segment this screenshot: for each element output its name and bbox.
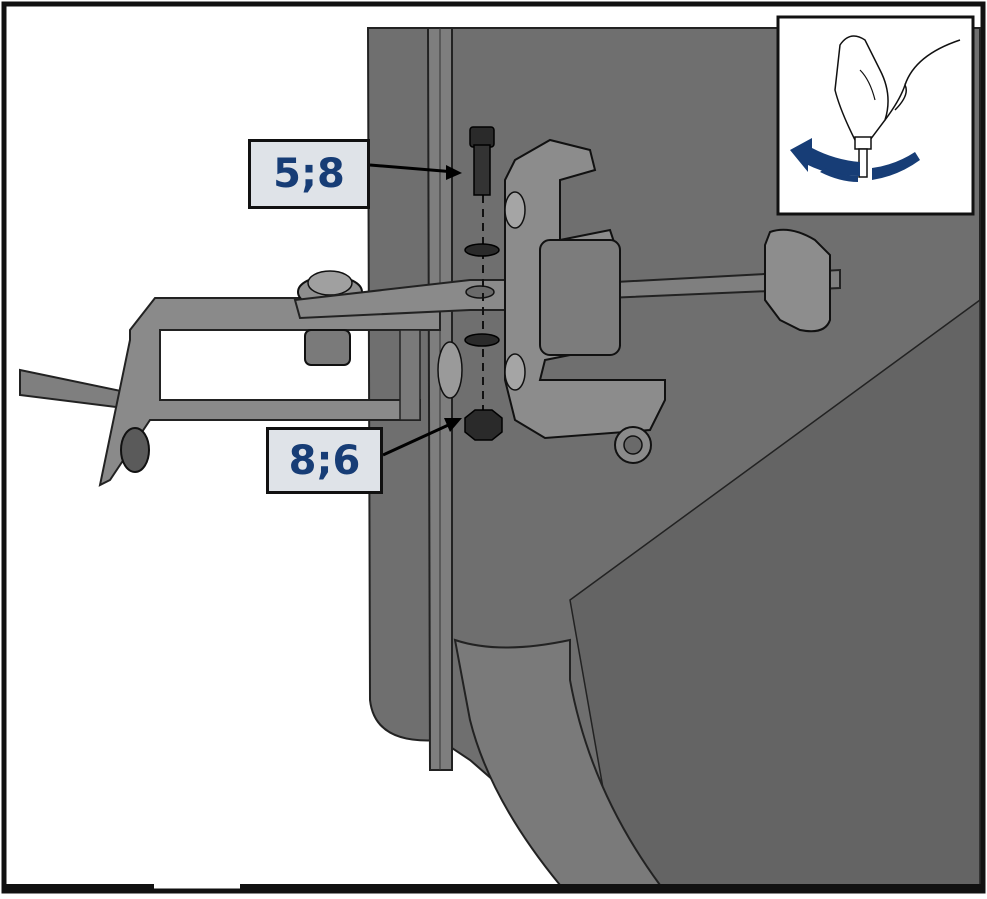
end-cap (764, 228, 831, 333)
washer-bottom (464, 333, 500, 347)
leader-line-top (369, 163, 456, 174)
curved-tube (453, 638, 662, 886)
hand-tightening-bolt-icon (790, 35, 961, 182)
part-callout-top-label: 5;8 (273, 151, 345, 197)
washer-top (464, 243, 500, 257)
bracket-lower-nut (304, 329, 351, 366)
cap-screw-head (469, 126, 495, 148)
part-callout-bottom-label: 8;6 (288, 437, 361, 484)
part-callout-bottom: 8;6 (266, 427, 383, 494)
cap-screw-shank (473, 144, 491, 196)
leader-line-bottom (382, 420, 456, 457)
part-callout-top: 5;8 (248, 139, 370, 209)
bracket-nut (120, 427, 150, 473)
hex-nut (464, 409, 503, 441)
